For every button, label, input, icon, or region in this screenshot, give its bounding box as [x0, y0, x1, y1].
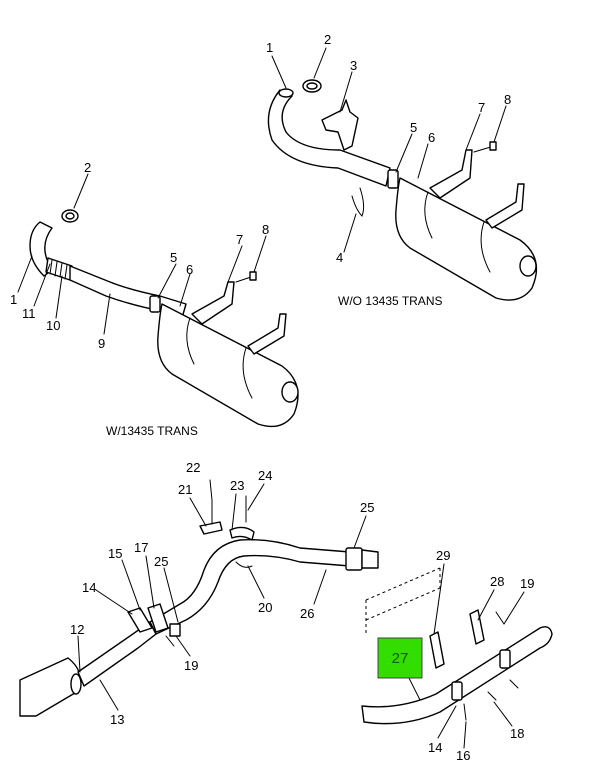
caption-without-13435-trans: W/O 13435 TRANS [338, 294, 442, 308]
muffler-outlet [281, 381, 299, 403]
bolt [509, 679, 519, 689]
clamp [451, 681, 463, 701]
callout-label: 24 [258, 468, 272, 483]
mounting-bracket [429, 631, 445, 669]
clamp-bracket [147, 603, 169, 633]
exhaust-elbow-pipe [267, 89, 391, 187]
muffler-outlet [519, 255, 537, 277]
pipe-outlet [361, 549, 379, 569]
callout-label: 23 [230, 478, 244, 493]
callout-label: 7 [236, 232, 243, 247]
callouts: 1 2 3 4 5 6 7 8 1 2 5 6 7 8 9 10 11 12 1… [10, 32, 534, 761]
clamp [499, 649, 511, 669]
muffler-band [186, 317, 195, 365]
callout-label: 11 [22, 306, 36, 321]
muffler-band [242, 347, 253, 399]
callout-label: 16 [456, 748, 470, 761]
bolt [495, 611, 505, 625]
mounting-bracket [469, 609, 485, 645]
callout-label: 4 [336, 250, 343, 265]
exhaust-elbow-pipe [29, 221, 53, 277]
assembly-bottom-left [19, 495, 379, 717]
clamp [345, 547, 363, 571]
callout-label: 22 [186, 460, 200, 475]
callout-label: 7 [478, 100, 485, 115]
caption-with-13435-trans: W/13435 TRANS [106, 424, 198, 438]
mounting-bracket [485, 183, 525, 229]
callout-label: 19 [184, 658, 198, 673]
muffler-band [480, 221, 491, 273]
callout-label: 25 [154, 554, 168, 569]
callout-label: 15 [108, 546, 122, 561]
flex-pipe [45, 257, 73, 281]
exhaust-pipe [77, 621, 157, 687]
flex-corrugation [49, 259, 68, 280]
bolt-head [489, 141, 497, 151]
callout-label: 8 [504, 92, 511, 107]
muffler-outlet [70, 673, 82, 695]
mounting-bracket [429, 149, 473, 199]
mounting-bracket [247, 313, 287, 355]
clamp [387, 169, 399, 189]
callout-label: 2 [84, 160, 91, 175]
gasket-inner [306, 82, 318, 90]
callout-label: 2 [324, 32, 331, 47]
assembly-without-13435 [267, 79, 538, 301]
strap [235, 561, 253, 568]
callout-label: 6 [186, 262, 193, 277]
callout-label: 5 [410, 120, 417, 135]
callout-label: 12 [70, 622, 84, 637]
clamp [229, 526, 255, 541]
callout-label: 19 [520, 576, 534, 591]
mounting-bracket [191, 281, 235, 325]
callout-label: 9 [98, 336, 105, 351]
callout-label: 3 [350, 58, 357, 73]
pipe-end [278, 88, 294, 98]
callout-label: 13 [110, 712, 124, 727]
hanger-rod [351, 187, 365, 217]
muffler [157, 303, 299, 428]
callout-label: 8 [262, 222, 269, 237]
callout-label: 20 [258, 600, 272, 615]
bolt [463, 703, 467, 721]
callout-label: 1 [266, 40, 273, 55]
callout-label: 5 [170, 250, 177, 265]
assembly-bottom-right [361, 567, 553, 725]
callout-label: 1 [10, 292, 17, 307]
frame-rail [365, 567, 441, 636]
callout-label: 28 [490, 574, 504, 589]
callout-label: 17 [134, 540, 148, 555]
gasket-inner [65, 212, 75, 220]
assembly-with-13435 [29, 209, 299, 428]
hanger-bracket [199, 521, 223, 535]
muffler [395, 177, 538, 301]
clamp [169, 623, 181, 637]
bolt [487, 691, 497, 701]
clamp [149, 295, 161, 313]
heat-shield-bracket [321, 99, 359, 151]
bolt-head [249, 271, 257, 281]
leader-lines [17, 47, 525, 749]
callout-label: 21 [178, 482, 192, 497]
callout-label: 26 [300, 606, 314, 621]
highlight-label: 27 [392, 650, 409, 667]
highlight-box[interactable] [377, 637, 423, 679]
callout-label: 14 [428, 740, 442, 755]
bolt [165, 635, 175, 647]
callout-label: 18 [510, 726, 524, 741]
muffler-band [424, 191, 433, 239]
clamp-bracket [127, 607, 153, 633]
callout-label: 10 [46, 318, 60, 333]
callout-label: 29 [436, 548, 450, 563]
callout-label: 6 [428, 130, 435, 145]
callout-label: 14 [82, 580, 96, 595]
callout-label: 25 [360, 500, 374, 515]
